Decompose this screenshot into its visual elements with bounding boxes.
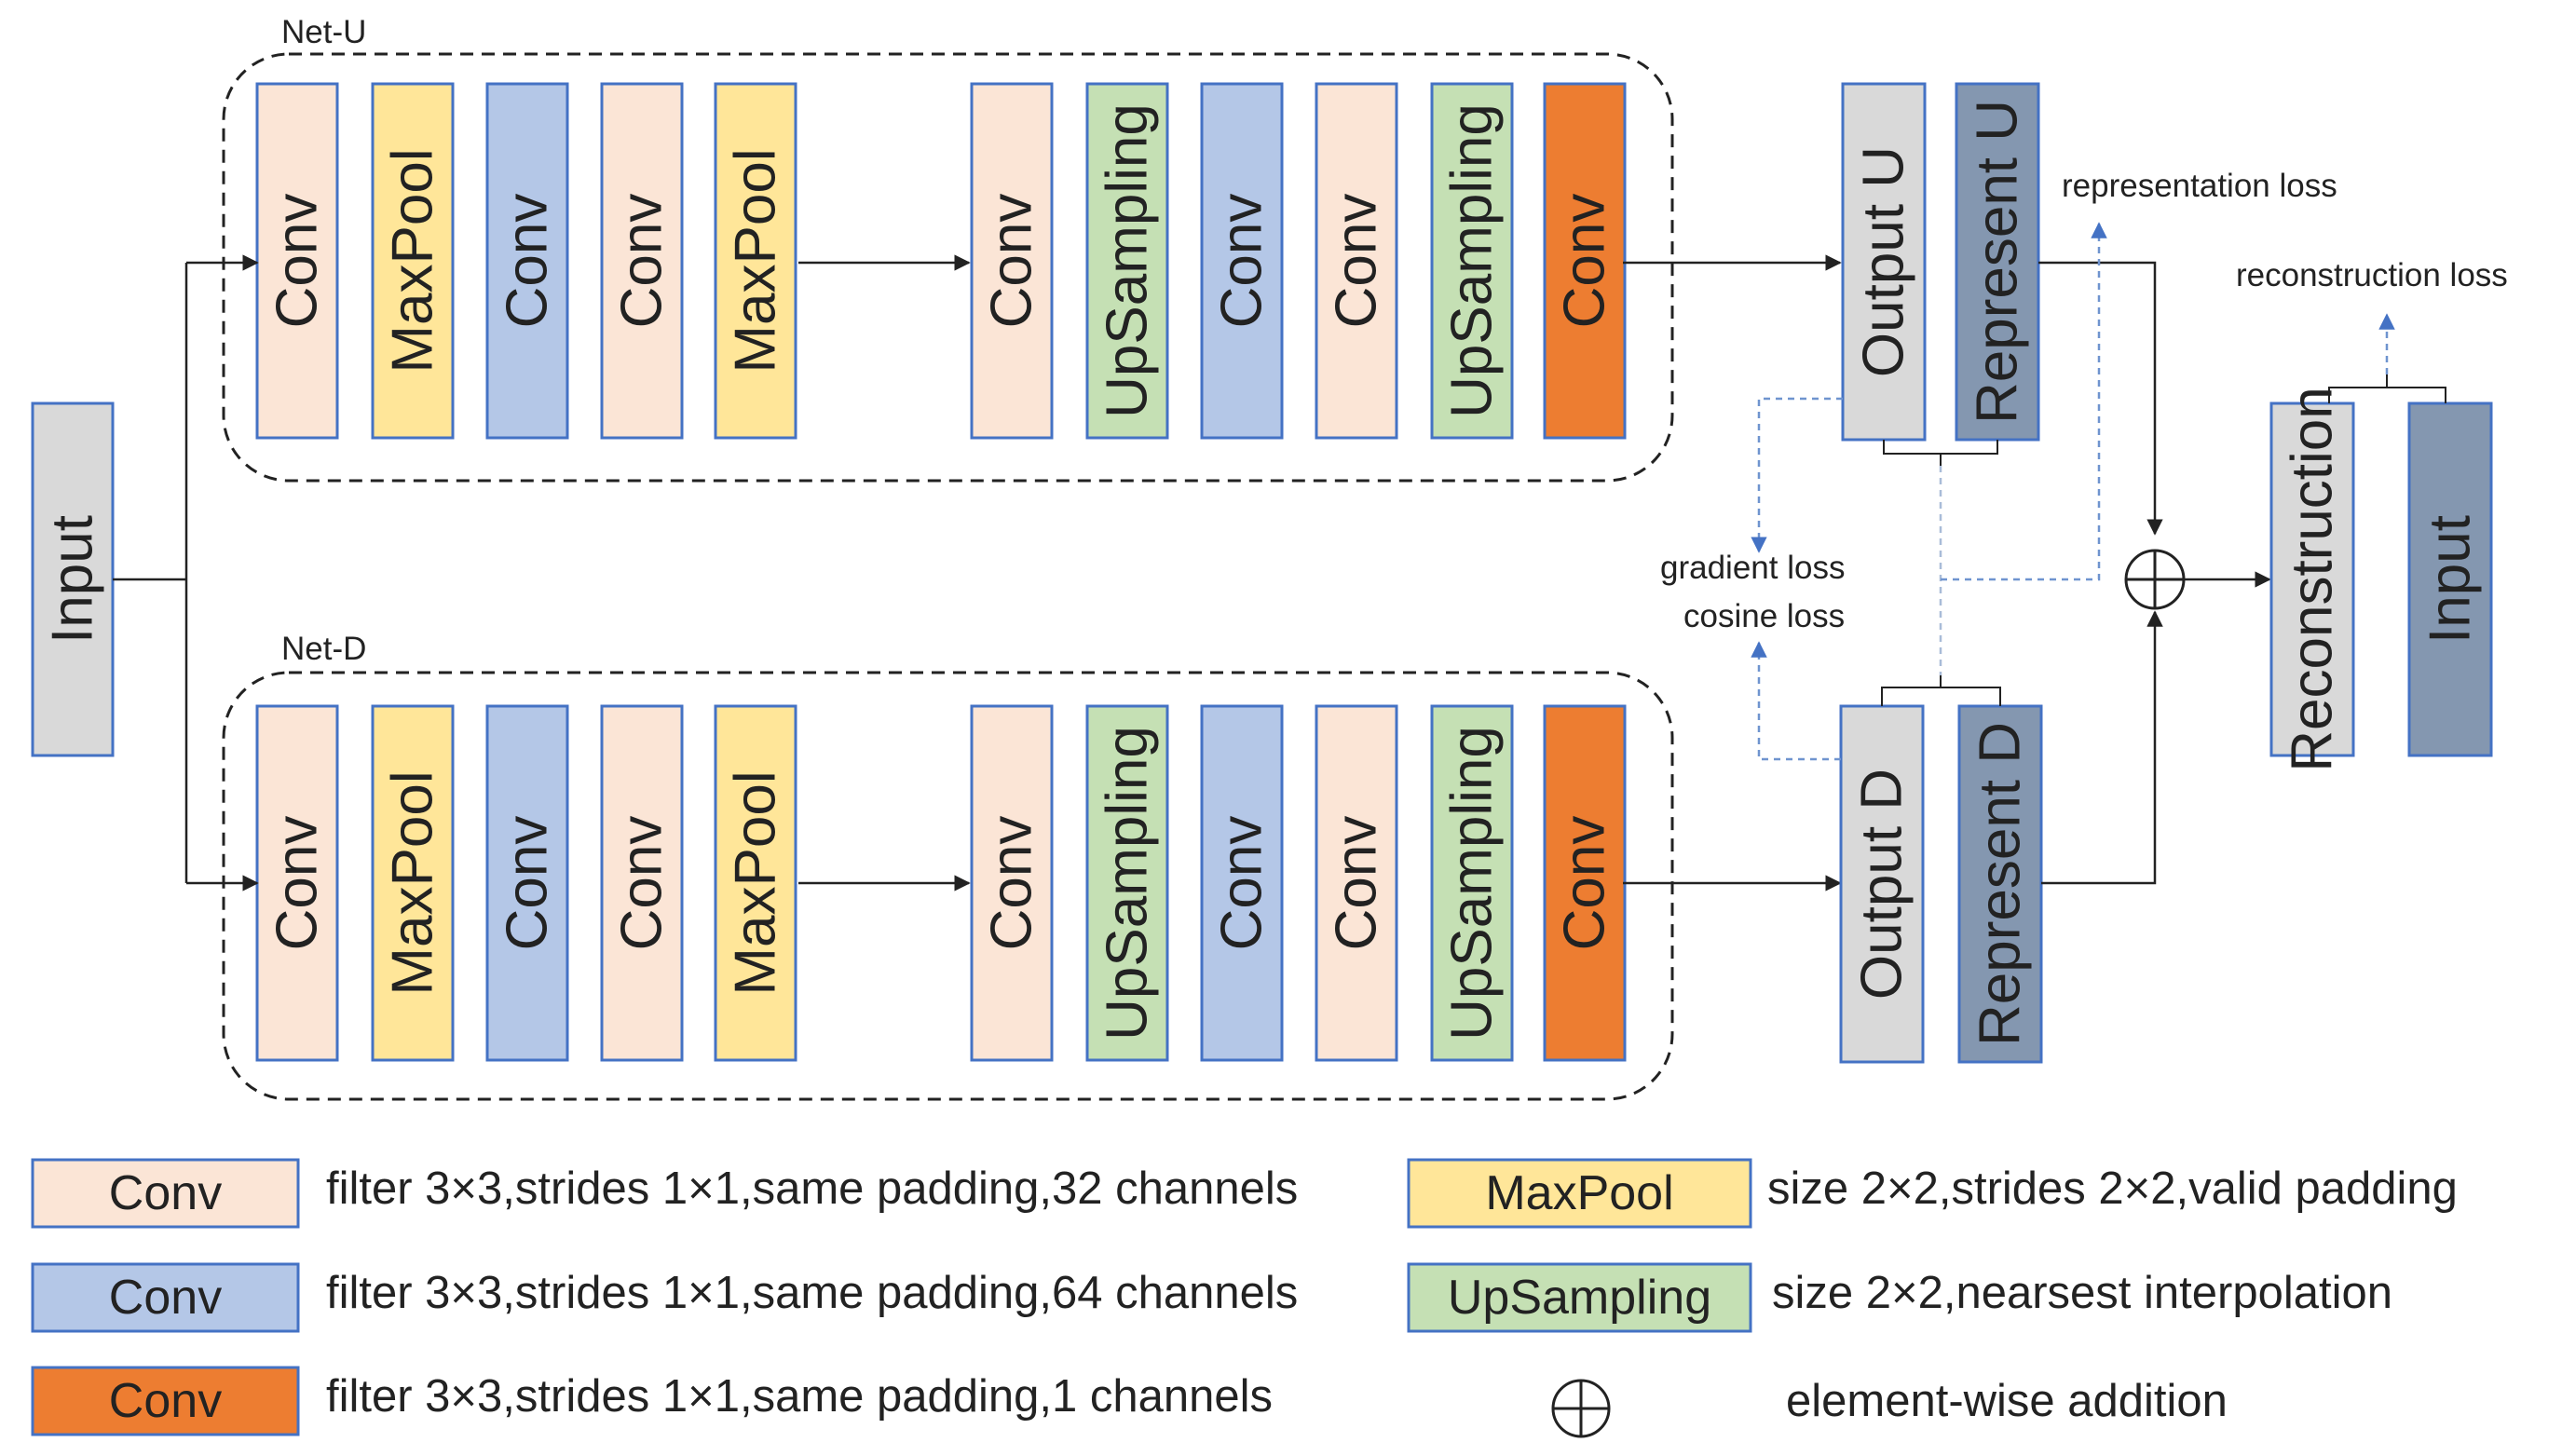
net-d-layer-6-block: [970, 704, 1054, 1062]
top-output-bracket: [1883, 440, 1998, 466]
legend-label-conv64: Conv: [109, 1271, 222, 1325]
net-d-container: [222, 671, 1674, 1101]
legend-desc-conv1: filter 3×3,strides 1×1,same padding,1 ch…: [326, 1371, 1273, 1422]
net-d-layer-5-label: MaxPool: [724, 770, 788, 995]
representation-loss-label: representation loss: [2062, 168, 2337, 204]
input-label: Input: [41, 515, 105, 644]
net-d-layer-3-label: Conv: [496, 816, 560, 951]
net-d-layer-10-label: UpSampling: [1440, 726, 1505, 1041]
legend-desc-upsampling: size 2×2,nearsest interpolation: [1772, 1268, 2392, 1318]
legend-label-maxpool: MaxPool: [1485, 1166, 1673, 1220]
net-d-layer-8-block: [1200, 704, 1284, 1062]
legend-swatch-upsampling: [1407, 1262, 1752, 1333]
net-u-container: [222, 52, 1674, 483]
input-right-block: [2407, 401, 2493, 757]
reconstruction-block: [2269, 401, 2355, 757]
legend-desc-conv32: filter 3×3,strides 1×1,same padding,32 c…: [326, 1163, 1298, 1214]
net-d-layer-4-label: Conv: [610, 816, 675, 951]
net-d-layer-9-label: Conv: [1325, 816, 1389, 951]
net-u-layer-6-block: [970, 82, 1054, 440]
net-u-layer-11-block: [1543, 82, 1627, 440]
legend-swatch-conv1: [31, 1366, 300, 1436]
net-u-layer-10-label: UpSampling: [1440, 103, 1505, 418]
net-u-layer-1-label: Conv: [266, 194, 330, 329]
gradient-loss-link: [1751, 397, 1843, 553]
net-u-layer-1-block: [255, 82, 339, 440]
net-d-layer-6-label: Conv: [980, 816, 1044, 951]
net-d-layer-7-block: [1085, 704, 1169, 1062]
net-d-layer-3-block: [485, 704, 569, 1062]
represent-u-label: Represent U: [1966, 100, 2030, 424]
legend-desc-conv64: filter 3×3,strides 1×1,same padding,64 c…: [326, 1268, 1298, 1318]
legend-label-conv1: Conv: [109, 1374, 222, 1428]
input-right-label: Input: [2419, 515, 2483, 644]
net-u-title: Net-U: [281, 14, 366, 50]
net-u-layer-2-block: [371, 82, 455, 440]
net-d-layer-11-block: [1543, 704, 1627, 1062]
output-u-block: [1841, 82, 1927, 442]
cosine-loss-link: [1751, 641, 1841, 761]
legend-desc-add: element-wise addition: [1786, 1376, 2228, 1426]
represent-d-label: Represent D: [1969, 722, 2033, 1046]
net-u-layer-2-label: MaxPool: [381, 148, 445, 373]
output-u-label: Output U: [1852, 146, 1916, 377]
net-d-layer-7-label: UpSampling: [1096, 726, 1160, 1041]
reconstruction-bracket: [2328, 374, 2446, 403]
legend-desc-maxpool: size 2×2,strides 2×2,valid padding: [1767, 1163, 2458, 1214]
legend-swatch-conv32: [31, 1158, 300, 1229]
net-u-layer-4-block: [600, 82, 684, 440]
circle-plus-icon: [2124, 549, 2186, 610]
net-u-layer-3-label: Conv: [496, 194, 560, 329]
net-u-layer-4-label: Conv: [610, 194, 675, 329]
net-u-layers: Conv MaxPool Conv Conv MaxPool Conv UpSampling…: [255, 82, 1627, 440]
bottom-output-bracket: [1881, 675, 2001, 706]
net-u-layer-9-block: [1315, 82, 1398, 440]
legend-circle-plus-icon: [1551, 1379, 1611, 1438]
net-d-layer-2-block: [371, 704, 455, 1062]
legend: Conv filter 3×3,strides 1×1,same padding,…: [31, 1158, 2458, 1438]
net-d-layers: Conv MaxPool Conv Conv MaxPool Conv UpSampling…: [255, 704, 1627, 1062]
net-d-layer-8-label: Conv: [1210, 816, 1274, 951]
net-d-title: Net-D: [281, 631, 366, 667]
cosine-loss-label: cosine loss: [1683, 598, 1845, 634]
legend-label-upsampling: UpSampling: [1448, 1271, 1711, 1325]
input-block: [31, 401, 115, 757]
net-d-layer-2-label: MaxPool: [381, 770, 445, 995]
reconstruction-loss-label: reconstruction loss: [2236, 257, 2508, 293]
legend-swatch-maxpool: [1407, 1158, 1752, 1229]
output-d-label: Output D: [1850, 769, 1915, 1000]
reconstruction-label: Reconstruction: [2281, 387, 2345, 772]
net-u-layer-6-label: Conv: [980, 194, 1044, 329]
net-u-layer-3-block: [485, 82, 569, 440]
net-d-layer-11-label: Conv: [1553, 816, 1617, 951]
net-u-layer-7-block: [1085, 82, 1169, 440]
net-u-layer-7-label: UpSampling: [1096, 103, 1160, 418]
gradient-loss-label: gradient loss: [1660, 550, 1845, 586]
represent-u-to-add-line: [2038, 261, 2163, 536]
net-d-layer-1-label: Conv: [266, 816, 330, 951]
net-u-layer-8-label: Conv: [1210, 194, 1274, 329]
net-d-layer-10-block: [1430, 704, 1514, 1062]
net-u-layer-5-block: [714, 82, 797, 440]
net-u-layer-5-label: MaxPool: [724, 148, 788, 373]
net-u-layer-11-label: Conv: [1553, 194, 1617, 329]
net-d-layer-5-block: [714, 704, 797, 1062]
net-u-layer-10-block: [1430, 82, 1514, 440]
net-u-layer-8-block: [1200, 82, 1284, 440]
represent-d-to-add-line: [2041, 610, 2163, 885]
net-d-layer-9-block: [1315, 704, 1398, 1062]
legend-label-conv32: Conv: [109, 1166, 222, 1220]
input-split-line: [113, 263, 188, 883]
legend-swatch-conv64: [31, 1262, 300, 1333]
net-u-layer-9-label: Conv: [1325, 194, 1389, 329]
representation-loss-link: [1941, 222, 2107, 581]
net-d-layer-4-block: [600, 704, 684, 1062]
